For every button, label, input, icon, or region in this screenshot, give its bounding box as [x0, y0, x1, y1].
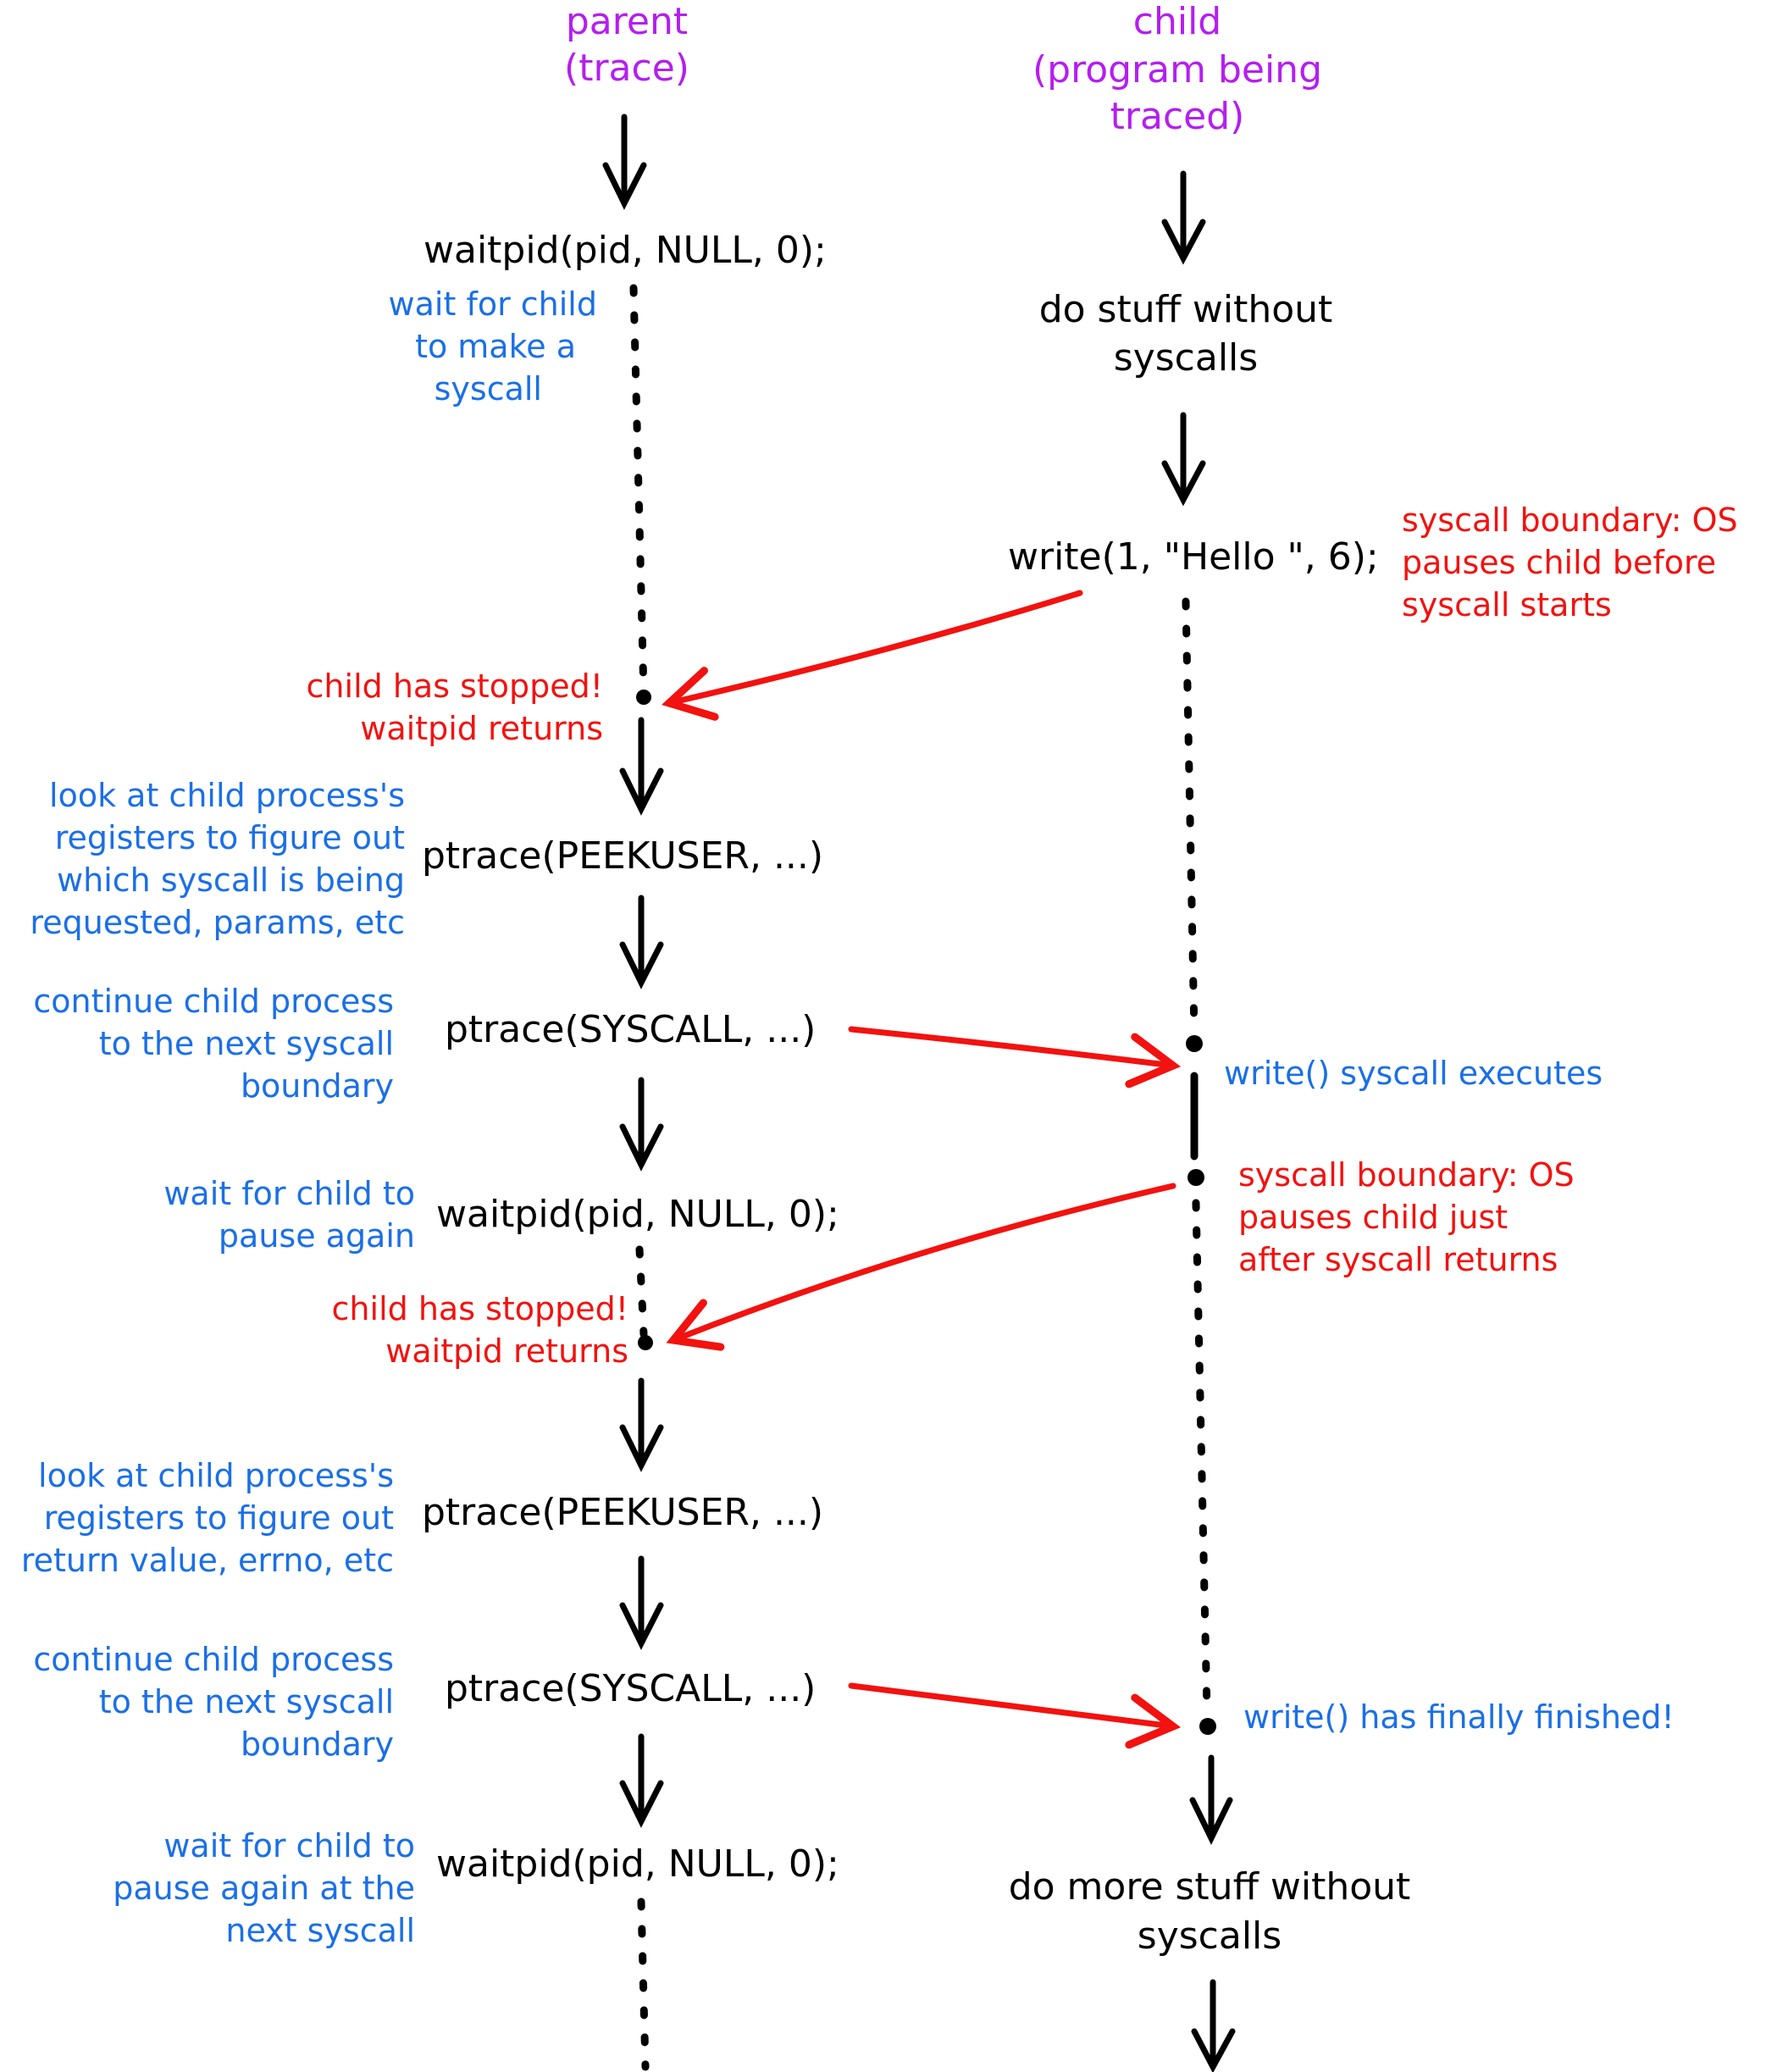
child-step-more-stuff: do more stuff without	[1009, 1865, 1411, 1909]
note-peek-registers: look at child process's registers to fig…	[30, 777, 405, 941]
red-arrow-continue-child	[848, 1026, 1182, 1089]
note-peek-return-value: look at child process's registers to fig…	[21, 1457, 394, 1579]
parent-stop-dot	[636, 690, 651, 705]
note-line: pauses child before	[1402, 544, 1716, 581]
down-arrow-icon	[619, 1555, 664, 1650]
note-line: waitpid returns	[385, 1332, 628, 1370]
child-step-stuff: syscalls	[1114, 336, 1258, 379]
parent-header: parent (trace)	[564, 0, 689, 90]
parent-step-ptrace-syscall: ptrace(SYSCALL, ...)	[445, 1008, 816, 1051]
child-header-line: child	[1133, 0, 1221, 43]
child-boundary-dot	[1199, 1718, 1216, 1735]
parent-step-ptrace-peekuser: ptrace(PEEKUSER, ...)	[422, 1491, 823, 1534]
child-arrows	[1161, 170, 1236, 2072]
parent-step-waitpid: waitpid(pid, NULL, 0);	[436, 1193, 839, 1236]
note-continue-child: continue child process to the next sysca…	[33, 983, 394, 1105]
note-line: waitpid returns	[360, 710, 603, 747]
down-arrow-icon	[1161, 412, 1206, 507]
down-arrow-icon	[619, 717, 664, 816]
note-line: pause again	[219, 1217, 415, 1255]
down-arrow-icon	[619, 895, 664, 989]
down-arrow-icon	[1161, 170, 1206, 265]
note-write-finished: write() has finally finished!	[1243, 1698, 1675, 1736]
child-step-stuff: do stuff without	[1039, 288, 1333, 331]
parent-wait-dotted-line	[629, 284, 648, 699]
red-arrow-child-stopped	[662, 590, 1083, 721]
note-syscall-executes: write() syscall executes	[1224, 1055, 1603, 1092]
child-paused-dotted-line	[1192, 1199, 1211, 1715]
parent-header-line: (trace)	[564, 47, 689, 90]
parent-step-waitpid: waitpid(pid, NULL, 0);	[436, 1842, 839, 1886]
note-line: to make a	[415, 328, 576, 365]
note-line: boundary	[241, 1067, 394, 1105]
child-step-more-stuff: syscalls	[1138, 1914, 1282, 1958]
note-line: syscall boundary: OS	[1402, 501, 1738, 539]
down-arrow-icon	[619, 1377, 664, 1472]
note-line: wait for child to	[163, 1175, 415, 1212]
note-child-stopped: child has stopped! waitpid returns	[307, 668, 603, 747]
note-line: boundary	[241, 1726, 394, 1763]
parent-header-line: parent	[566, 0, 688, 43]
down-arrow-icon	[1189, 1754, 1233, 1845]
note-child-stopped: child has stopped! waitpid returns	[332, 1290, 628, 1370]
down-arrow-icon	[1191, 1979, 1236, 2072]
note-line: which syscall is being	[57, 861, 405, 899]
note-line: syscall	[435, 370, 542, 407]
note-line: continue child process	[33, 983, 394, 1020]
note-boundary-before: syscall boundary: OS pauses child before…	[1402, 501, 1738, 623]
down-arrow-icon	[619, 1733, 664, 1828]
note-line: wait for child to	[163, 1827, 415, 1864]
note-wait-pause-again: wait for child to pause again	[163, 1175, 415, 1255]
note-line: look at child process's	[38, 1457, 394, 1494]
red-arrow-child-stopped	[666, 1183, 1176, 1351]
note-line: registers to figure out	[44, 1499, 394, 1537]
parent-step-waitpid: waitpid(pid, NULL, 0);	[424, 229, 827, 272]
note-wait-next-syscall: wait for child to pause again at the nex…	[113, 1827, 415, 1949]
parent-step-ptrace-peekuser: ptrace(PEEKUSER, ...)	[422, 834, 823, 878]
note-wait-for-syscall: wait for child to make a syscall	[389, 285, 597, 407]
child-boundary-dot	[1186, 1035, 1203, 1052]
child-header: child (program being traced)	[1032, 0, 1322, 138]
note-boundary-after: syscall boundary: OS pauses child just a…	[1238, 1156, 1575, 1278]
child-boundary-dot	[1187, 1169, 1204, 1186]
note-line: pauses child just	[1238, 1199, 1508, 1236]
child-header-line: (program being	[1032, 48, 1322, 91]
note-line: wait for child	[389, 285, 597, 323]
note-line: child has stopped!	[307, 668, 603, 705]
note-line: next syscall	[225, 1912, 415, 1949]
down-arrow-icon	[602, 114, 647, 210]
child-step-write-call: write(1, "Hello ", 6);	[1008, 535, 1379, 579]
note-line: child has stopped!	[332, 1290, 628, 1327]
red-arrow-continue-child	[848, 1682, 1182, 1749]
note-line: syscall starts	[1402, 586, 1612, 623]
note-line: syscall boundary: OS	[1238, 1156, 1575, 1194]
child-header-line: traced)	[1110, 95, 1245, 138]
note-continue-child: continue child process to the next sysca…	[33, 1641, 394, 1763]
down-arrow-icon	[619, 1077, 664, 1172]
parent-stop-dot	[638, 1335, 653, 1350]
parent-wait-dotted-line	[637, 1897, 650, 2071]
parent-arrows	[602, 114, 664, 1828]
note-line: continue child process	[33, 1641, 394, 1678]
note-line: return value, errno, etc	[21, 1542, 394, 1579]
note-line: to the next syscall	[99, 1683, 394, 1720]
child-paused-dotted-line	[1182, 597, 1199, 1038]
note-line: requested, params, etc	[30, 904, 405, 941]
parent-step-ptrace-syscall: ptrace(SYSCALL, ...)	[445, 1667, 816, 1710]
note-line: pause again at the	[113, 1870, 415, 1907]
note-line: after syscall returns	[1238, 1241, 1558, 1278]
parent-wait-dotted-line	[635, 1245, 648, 1338]
note-line: registers to figure out	[55, 819, 405, 856]
note-line: look at child process's	[49, 777, 405, 814]
note-line: to the next syscall	[99, 1025, 394, 1062]
